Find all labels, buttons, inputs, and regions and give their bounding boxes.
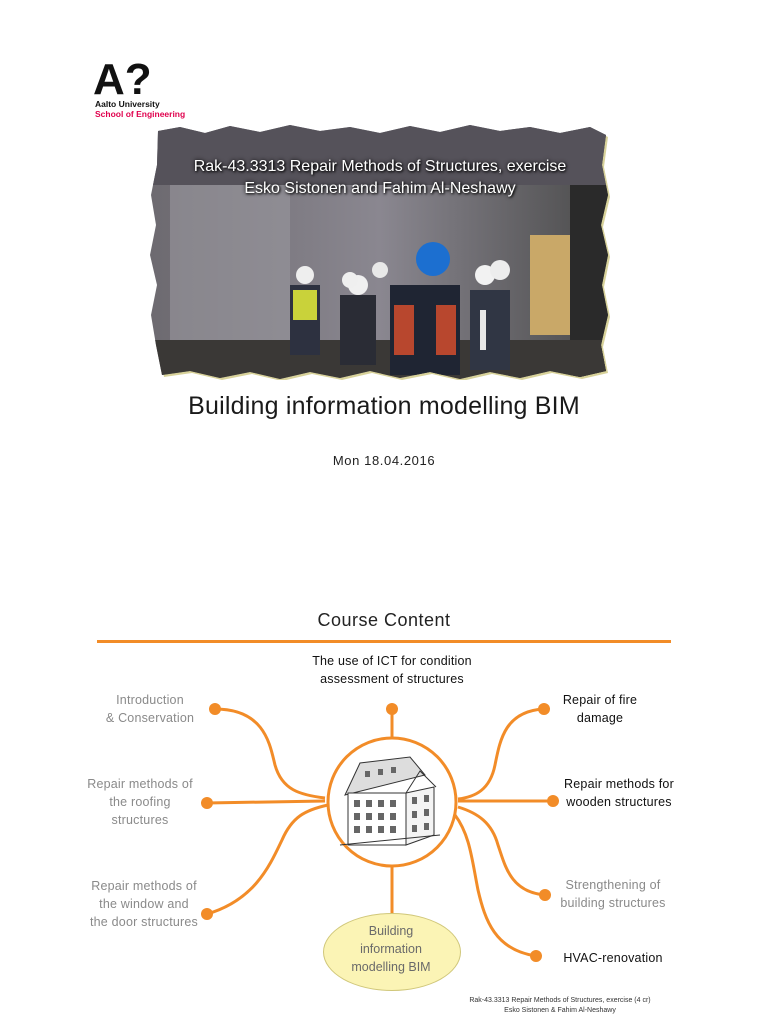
aalto-logo: A? Aalto University School of Engineerin… (93, 57, 213, 123)
topic-fire-line1: Repair of fire (562, 693, 638, 707)
mindmap-connectors (201, 703, 559, 962)
topic-strength-line2: building structures (560, 896, 666, 910)
footer-line2: Esko Sistonen & Fahim Al-Neshawy (504, 1007, 616, 1014)
topic-fire-damage: Repair of fire damage (550, 691, 650, 727)
topic-wood-line1: Repair methods for (564, 777, 674, 791)
topic-window-line3: the door structures (89, 915, 199, 929)
topic-window-door: Repair methods of the window and the doo… (84, 877, 204, 931)
topic-ict-line2: assessment of structures (320, 672, 464, 686)
university-name: Aalto University (95, 99, 160, 109)
topic-window-line2: the window and (99, 897, 189, 911)
topic-wooden: Repair methods for wooden structures (555, 775, 683, 811)
site-photo: Rak-43.3313 Repair Methods of Structures… (150, 125, 610, 380)
topic-roof-line2: the roofing (109, 795, 171, 809)
page-footer: Rak-43.3313 Repair Methods of Structures… (400, 996, 720, 1016)
heading-divider (97, 640, 671, 643)
topic-intro-line1: Introduction (116, 693, 184, 707)
topic-ict-line1: The use of ICT for condition (312, 654, 472, 668)
photo-title-line1: Rak-43.3313 Repair Methods of Structures… (193, 158, 567, 175)
topic-intro-line2: & Conservation (105, 711, 195, 725)
topic-hvac: HVAC-renovation (563, 951, 663, 965)
topic-roofing: Repair methods of the roofing structures (80, 775, 200, 829)
building-sketch-icon (339, 756, 441, 846)
aalto-logo-mark: A? (93, 57, 152, 97)
topic-strength-line1: Strengthening of (565, 878, 661, 892)
topic-fire-line2: damage (576, 711, 624, 725)
course-content-heading: Course Content (317, 610, 451, 630)
topic-window-line1: Repair methods of (91, 879, 197, 893)
topic-roof-line3: structures (111, 813, 169, 827)
photo-title-line2: Esko Sistonen and Fahim Al-Neshawy (244, 180, 516, 197)
topic-ict: The use of ICT for condition assessment … (292, 652, 492, 688)
topic-wood-line2: wooden structures (566, 795, 672, 809)
school-name: School of Engineering (95, 109, 186, 119)
topic-strengthening: Strengthening of building structures (553, 876, 673, 912)
bim-label-line3: modelling BIM (351, 960, 431, 974)
course-mindmap: Building information modelling BIM The u… (0, 645, 768, 1005)
bim-bubble (323, 913, 461, 991)
bim-label-line1: Building (368, 924, 414, 938)
topic-introduction: Introduction & Conservation (90, 691, 210, 727)
presentation-date: Mon 18.04.2016 (332, 453, 436, 468)
bim-label: Building information modelling BIM (323, 922, 459, 976)
topic-roof-line1: Repair methods of (87, 777, 193, 791)
photo-illustration (150, 125, 610, 380)
svg-text:A?: A? (93, 57, 152, 97)
footer-line1: Rak-43.3313 Repair Methods of Structures… (469, 997, 651, 1004)
bim-label-line2: information (360, 942, 422, 956)
page-title: Building information modelling BIM (188, 392, 580, 420)
